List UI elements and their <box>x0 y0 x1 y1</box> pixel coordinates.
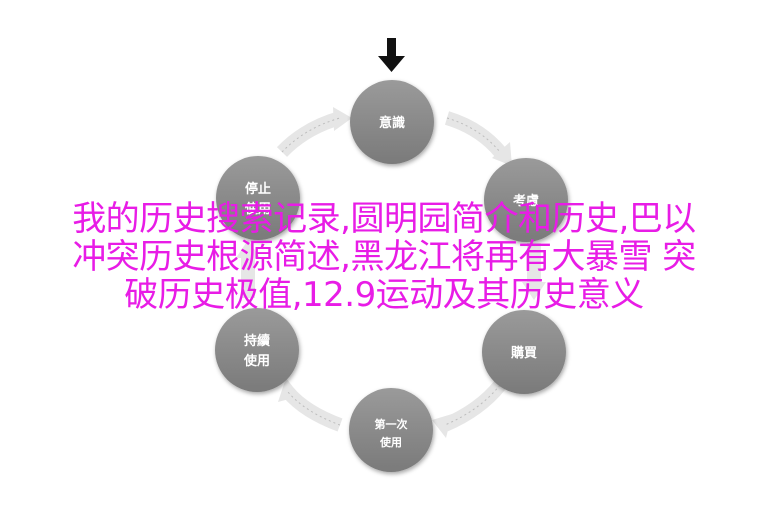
overlay-title-line3: 破历史极值,12.9运动及其历史意义 <box>124 275 644 315</box>
overlay-title-line2: 冲突历史根源简述,黑龙江将再有大暴雪 突 <box>72 237 696 277</box>
node-stop-use: 停止 使用 <box>216 156 300 240</box>
overlay-title: 我的历史搜索记录,圆明园简介和历史,巴以 冲突历史根源简述,黑龙江将再有大暴雪 … <box>24 200 744 314</box>
connector-arrow-right <box>522 243 546 300</box>
connector-arrow-bottom-left <box>278 378 343 432</box>
node-continued-use: 持續 使用 <box>215 308 299 392</box>
node-stop-use-label-line2: 使用 <box>244 201 271 217</box>
node-first-use: 第一次 使用 <box>349 388 433 472</box>
connector-arrow-top-right <box>444 111 512 166</box>
node-continued-use-label-line1: 持續 <box>244 333 270 349</box>
node-purchase-label: 購買 <box>510 345 537 361</box>
entry-arrow-icon <box>378 38 405 72</box>
node-awareness-label: 意識 <box>379 115 405 131</box>
overlay-title-line1: 我的历史搜索记录,圆明园简介和历史,巴以 <box>72 199 696 239</box>
node-consideration: 考慮 <box>484 158 568 242</box>
node-first-use-label-line1: 第一次 <box>375 417 408 431</box>
connector-arrow-left <box>236 240 260 298</box>
node-stop-use-label-line1: 停止 <box>245 181 271 197</box>
node-purchase: 購買 <box>482 310 566 394</box>
node-first-use-label-line2: 使用 <box>379 435 402 449</box>
node-awareness: 意識 <box>350 80 434 164</box>
node-continued-use-label-line2: 使用 <box>243 353 270 369</box>
connector-arrow-top-left <box>276 107 352 157</box>
connector-arrow-bottom-right <box>432 380 506 438</box>
node-consideration-label: 考慮 <box>513 193 539 209</box>
